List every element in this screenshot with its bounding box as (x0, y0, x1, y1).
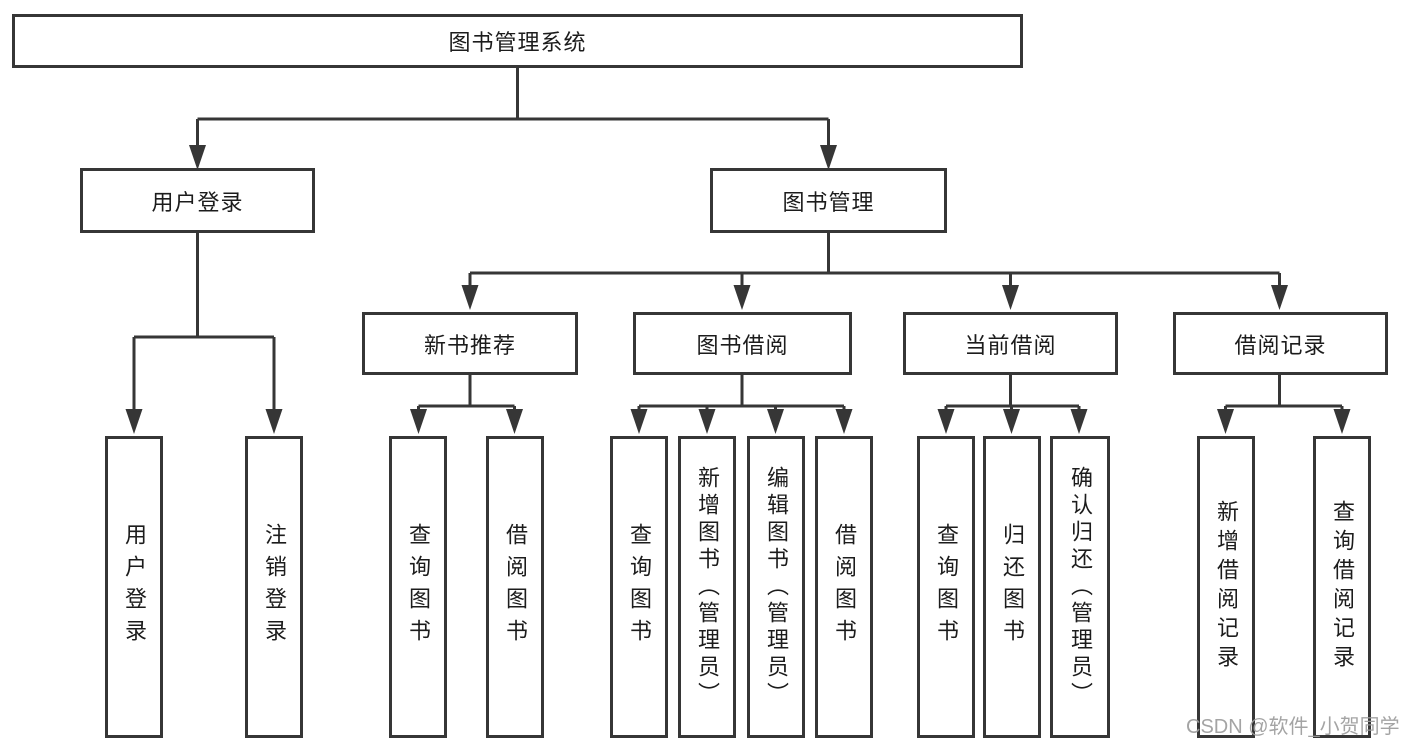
leaf-add-borrow-record-label: 新增借阅记录 (1214, 500, 1239, 674)
node-book-management: 图书管理 (710, 168, 947, 233)
node-new-book-recommend: 新书推荐 (362, 312, 578, 375)
leaf-query-borrow-record: 查询借阅记录 (1313, 436, 1371, 738)
leaf-query-books-borrow-label: 查询图书 (627, 523, 652, 651)
leaf-add-book-admin: 新增图书（管理员） (678, 436, 736, 738)
leaf-query-books-borrow: 查询图书 (610, 436, 668, 738)
leaf-confirm-return-admin-label: 确认归还（管理员） (1068, 465, 1093, 709)
leaf-query-books-recommend: 查询图书 (389, 436, 447, 738)
node-root-label: 图书管理系统 (448, 30, 587, 55)
node-book-borrow-label: 图书借阅 (696, 332, 789, 358)
leaf-add-borrow-record: 新增借阅记录 (1197, 436, 1255, 738)
leaf-add-book-admin-label: 新增图书（管理员） (695, 465, 720, 709)
leaf-borrow-books-borrow-label: 借阅图书 (832, 523, 857, 651)
watermark: CSDN @软件_小贺同学 (1186, 716, 1400, 738)
leaf-borrow-books-borrow: 借阅图书 (815, 436, 873, 738)
node-root: 图书管理系统 (12, 14, 1023, 68)
leaf-return-books-label: 归还图书 (1000, 523, 1025, 651)
connector-lines (132, 68, 1344, 414)
leaf-query-borrow-record-label: 查询借阅记录 (1330, 500, 1355, 674)
node-user-login-label: 用户登录 (151, 189, 244, 215)
node-book-management-label: 图书管理 (782, 189, 875, 215)
node-borrow-records-label: 借阅记录 (1234, 332, 1327, 358)
leaf-user-login-label: 用户登录 (122, 523, 147, 651)
node-current-borrow-label: 当前借阅 (964, 332, 1057, 358)
leaf-edit-book-admin: 编辑图书（管理员） (747, 436, 805, 738)
leaf-borrow-books-recommend-label: 借阅图书 (503, 523, 528, 651)
arrowheads (125, 145, 1351, 434)
leaf-confirm-return-admin: 确认归还（管理员） (1050, 436, 1110, 738)
leaf-return-books: 归还图书 (983, 436, 1041, 738)
node-new-book-recommend-label: 新书推荐 (423, 332, 516, 358)
leaf-logout-label: 注销登录 (262, 523, 287, 651)
node-book-borrow: 图书借阅 (633, 312, 852, 375)
leaf-query-books-current-label: 查询图书 (934, 523, 959, 651)
node-current-borrow: 当前借阅 (903, 312, 1118, 375)
leaf-edit-book-admin-label: 编辑图书（管理员） (764, 465, 789, 709)
node-user-login: 用户登录 (80, 168, 315, 233)
leaf-user-login: 用户登录 (105, 436, 163, 738)
leaf-query-books-current: 查询图书 (917, 436, 975, 738)
node-borrow-records: 借阅记录 (1173, 312, 1388, 375)
leaf-borrow-books-recommend: 借阅图书 (486, 436, 544, 738)
leaf-query-books-recommend-label: 查询图书 (406, 523, 431, 651)
leaf-logout: 注销登录 (245, 436, 303, 738)
